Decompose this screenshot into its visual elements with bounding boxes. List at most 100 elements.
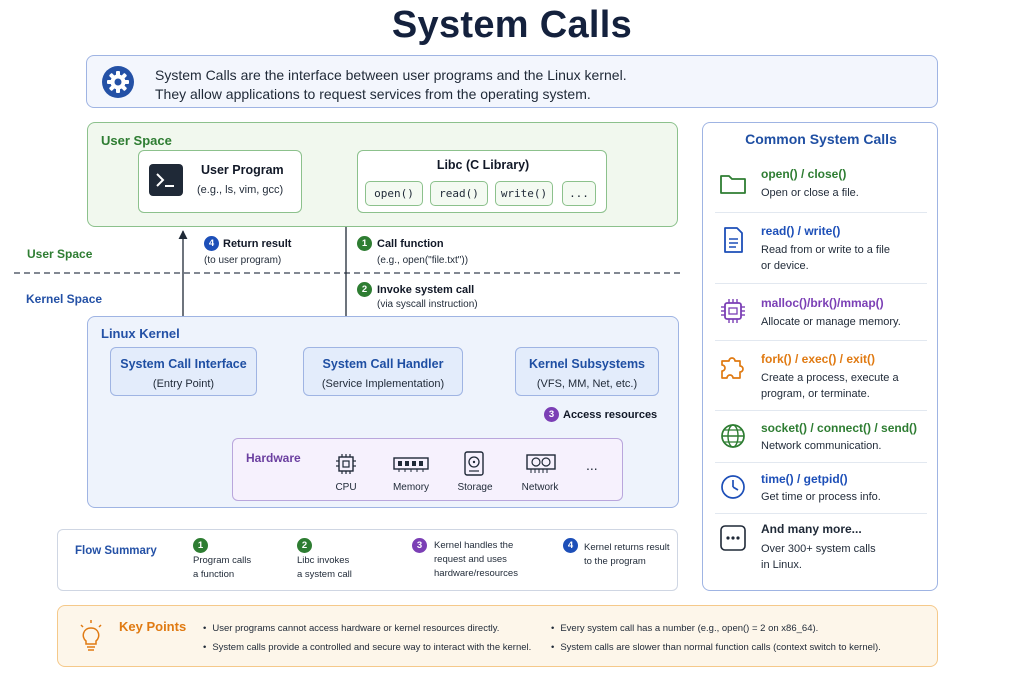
folder-icon bbox=[718, 168, 748, 198]
divider-user-space-label: User Space bbox=[27, 247, 93, 261]
flow-step-2-badge: 2 bbox=[297, 538, 312, 553]
intro-banner: System Calls are the interface between u… bbox=[86, 55, 938, 108]
subsys-sub: (VFS, MM, Net, etc.) bbox=[536, 378, 638, 390]
key-points-title: Key Points bbox=[119, 619, 187, 634]
libc-title: Libc (C Library) bbox=[436, 158, 530, 172]
flow-summary-box: Flow Summary 1 Program calls a function … bbox=[57, 529, 678, 591]
sci-sub: (Entry Point) bbox=[152, 378, 215, 390]
divider-kernel-space-label: Kernel Space bbox=[26, 292, 103, 306]
common-system-calls-panel: Common System Calls open() / close() Ope… bbox=[702, 122, 938, 591]
step-2-sub: (via syscall instruction) bbox=[377, 299, 478, 310]
hardware-memory-label: Memory bbox=[392, 482, 430, 493]
syscall-read-write-desc-2: or device. bbox=[761, 260, 809, 272]
subsys-title: Kernel Subsystems bbox=[528, 357, 646, 371]
network-card-icon bbox=[526, 453, 556, 475]
step-1-sub: (e.g., open("file.txt")) bbox=[377, 255, 469, 266]
step-1-badge: 1 bbox=[357, 236, 372, 251]
flow-step-2-text: Libc invokes a system call bbox=[297, 555, 352, 580]
sci-title: System Call Interface bbox=[120, 357, 247, 371]
handler-sub: (Service Implementation) bbox=[321, 378, 445, 390]
document-icon bbox=[718, 225, 748, 255]
syscall-process-name: fork() / exec() / exit() bbox=[761, 352, 876, 366]
lightbulb-icon bbox=[78, 619, 104, 653]
storage-icon bbox=[464, 451, 484, 476]
key-point-item: System calls provide a controlled and se… bbox=[203, 642, 531, 653]
hardware-box: Hardware CPU Memory Storage Network ... bbox=[232, 438, 623, 501]
user-program-examples: (e.g., ls, vim, gcc) bbox=[197, 184, 284, 196]
separator bbox=[715, 513, 927, 514]
syscall-more-desc-2: in Linux. bbox=[761, 559, 802, 571]
globe-icon bbox=[718, 421, 748, 451]
hardware-storage-label: Storage bbox=[457, 482, 493, 493]
ellipsis-icon bbox=[718, 523, 748, 553]
step-3-title: Access resources bbox=[563, 409, 658, 421]
user-space-box-label: User Space bbox=[101, 133, 172, 148]
syscall-memory-desc: Allocate or manage memory. bbox=[761, 316, 901, 328]
libc-func-open: open() bbox=[365, 181, 423, 206]
clock-icon bbox=[718, 472, 748, 502]
user-space-box: User Space User Program (e.g., ls, vim, … bbox=[87, 122, 678, 227]
syscall-time-desc: Get time or process info. bbox=[761, 491, 881, 503]
step-4-badge: 4 bbox=[204, 236, 219, 251]
kernel-subsystems-card: Kernel Subsystems (VFS, MM, Net, etc.) bbox=[515, 347, 659, 396]
intro-line-1: System Calls are the interface between u… bbox=[155, 67, 627, 83]
memory-chip-icon bbox=[718, 296, 748, 326]
libc-func-more: ... bbox=[562, 181, 596, 206]
puzzle-icon bbox=[718, 352, 748, 382]
step-3-badge: 3 bbox=[544, 407, 559, 422]
separator bbox=[715, 212, 927, 213]
intro-line-2: They allow applications to request servi… bbox=[155, 86, 591, 102]
flow-step-3-text: Kernel handles the request and uses hard… bbox=[434, 540, 518, 579]
step-4-sub: (to user program) bbox=[204, 255, 282, 266]
flow-step-1-badge: 1 bbox=[193, 538, 208, 553]
hardware-more: ... bbox=[586, 457, 598, 473]
hardware-cpu-label: CPU bbox=[335, 482, 357, 493]
common-system-calls-title: Common System Calls bbox=[745, 131, 897, 147]
flow-summary-label: Flow Summary bbox=[75, 545, 157, 557]
user-program-title: User Program bbox=[201, 163, 284, 177]
separator bbox=[715, 340, 927, 341]
linux-kernel-label: Linux Kernel bbox=[101, 326, 180, 341]
key-points-box: Key Points User programs cannot access h… bbox=[57, 605, 938, 667]
syscall-more-name: And many more... bbox=[761, 522, 862, 536]
key-point-item: System calls are slower than normal func… bbox=[551, 642, 881, 653]
user-program-card: User Program (e.g., ls, vim, gcc) bbox=[138, 150, 302, 213]
memory-icon bbox=[393, 455, 429, 473]
intro-text: System Calls are the interface between u… bbox=[155, 66, 627, 104]
handler-title: System Call Handler bbox=[322, 357, 444, 371]
step-4-title: Return result bbox=[223, 238, 292, 250]
syscall-process-desc-2: program, or terminate. bbox=[761, 388, 870, 400]
step-2-badge: 2 bbox=[357, 282, 372, 297]
key-point-item: Every system call has a number (e.g., op… bbox=[551, 623, 818, 634]
hardware-network-label: Network bbox=[521, 482, 559, 493]
libc-card: Libc (C Library) open() read() write() .… bbox=[357, 150, 607, 213]
step-2-title: Invoke system call bbox=[377, 284, 475, 296]
terminal-icon bbox=[149, 164, 183, 196]
libc-func-write: write() bbox=[495, 181, 553, 206]
syscall-network-desc: Network communication. bbox=[761, 440, 882, 452]
system-call-interface-card: System Call Interface (Entry Point) bbox=[110, 347, 257, 396]
key-point-item: User programs cannot access hardware or … bbox=[203, 623, 499, 634]
syscall-more-desc-1: Over 300+ system calls bbox=[761, 543, 876, 555]
separator bbox=[715, 283, 927, 284]
syscall-read-write-name: read() / write() bbox=[761, 224, 841, 238]
syscall-process-desc-1: Create a process, execute a bbox=[761, 372, 899, 384]
separator bbox=[715, 410, 927, 411]
syscall-open-close-name: open() / close() bbox=[761, 167, 847, 181]
page-title: System Calls bbox=[391, 4, 633, 46]
flow-step-1-text: Program calls a function bbox=[193, 555, 252, 580]
cpu-icon bbox=[334, 453, 358, 475]
syscall-open-close-desc: Open or close a file. bbox=[761, 187, 859, 199]
gear-icon bbox=[101, 65, 135, 99]
hardware-label: Hardware bbox=[246, 451, 301, 465]
syscall-network-name: socket() / connect() / send() bbox=[761, 421, 918, 435]
flow-step-4-text: Kernel returns result to the program bbox=[584, 542, 670, 567]
syscall-memory-name: malloc()/brk()/mmap() bbox=[761, 296, 884, 310]
syscall-time-name: time() / getpid() bbox=[761, 472, 848, 486]
libc-func-read: read() bbox=[430, 181, 488, 206]
flow-step-3-badge: 3 bbox=[412, 538, 427, 553]
system-call-handler-card: System Call Handler (Service Implementat… bbox=[303, 347, 463, 396]
flow-step-4-badge: 4 bbox=[563, 538, 578, 553]
step-1-title: Call function bbox=[377, 238, 444, 250]
separator bbox=[715, 462, 927, 463]
